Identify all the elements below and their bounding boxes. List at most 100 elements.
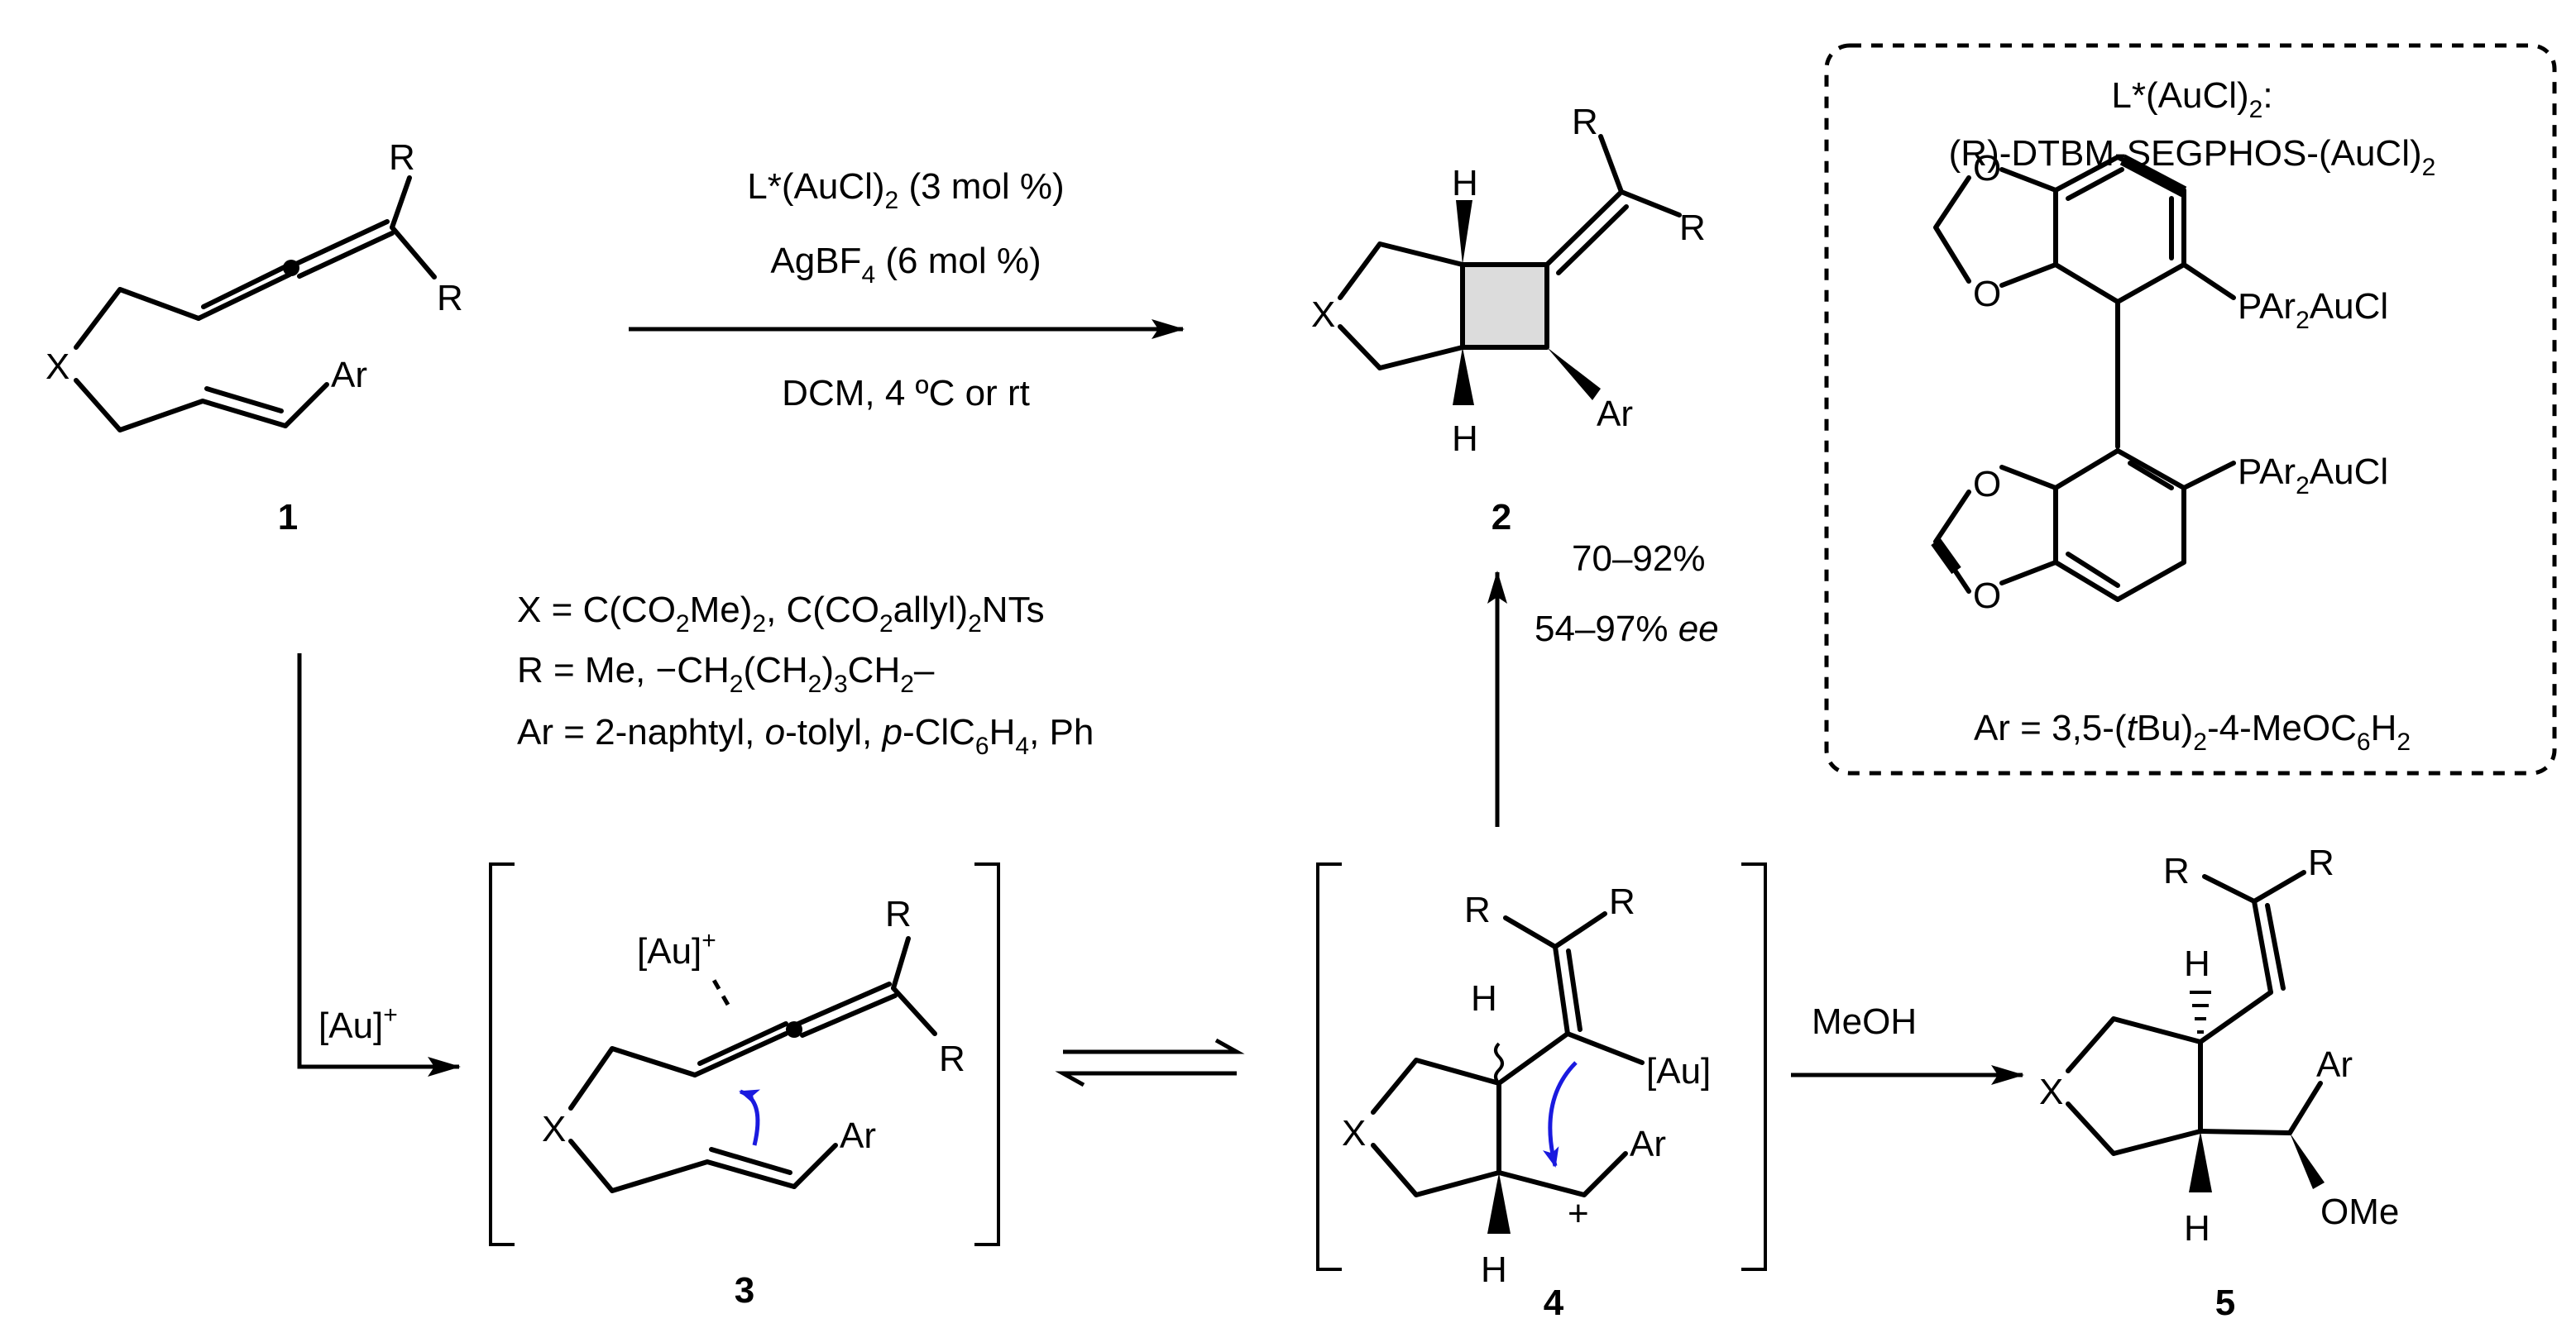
c2-h-bottom: H	[1452, 418, 1478, 459]
c5-ring-lower	[2066, 1101, 2203, 1156]
equilibrium-reverse	[1055, 1071, 1237, 1087]
catalyst-title: L*(AuCl)2:	[2111, 75, 2272, 123]
c2-r-top-bond	[1598, 134, 1624, 194]
c3-au-coordination	[709, 974, 730, 1006]
upper-p-bond	[2181, 262, 2236, 300]
c3-r-bottom: R	[939, 1039, 965, 1079]
c2-h-top: H	[1452, 163, 1478, 203]
upper-o1: O	[1973, 148, 2001, 189]
c4-ar: Ar	[1630, 1124, 1666, 1164]
substituent-legend: X = C(CO2Me)2, C(CO2allyl)2NTs R = Me, −…	[517, 590, 1094, 760]
equilibrium-forward	[1063, 1038, 1245, 1054]
c4-r-right-bond	[1553, 911, 1607, 949]
c2-x-label: X	[1311, 294, 1335, 335]
c1-allene-bond2	[292, 219, 390, 267]
c2-cyclobutane-fill	[1463, 265, 1547, 347]
c3-allene-b1b	[697, 1021, 788, 1066]
c5-vinyl-double	[2252, 899, 2273, 995]
c4-au-bond	[1565, 1031, 1645, 1065]
meoh-label: MeOH	[1812, 1001, 1917, 1042]
c1-x-label: X	[45, 346, 69, 387]
c4-bracket-left	[1316, 862, 1342, 1271]
c5-r-right-bond	[2252, 870, 2306, 904]
c3-curly-arrow	[739, 1089, 761, 1146]
c3-chain-upper	[568, 1046, 697, 1111]
c3-allene-b2b	[800, 993, 898, 1038]
c3-allene-b1	[692, 1031, 788, 1077]
c4-h-bottom: H	[1481, 1249, 1507, 1290]
c2-ar-wedge	[1547, 347, 1601, 400]
c3-bracket-right	[974, 862, 1000, 1246]
c1-chain-upper	[74, 287, 201, 350]
c3-number: 3	[735, 1270, 754, 1311]
upper-ring-inner1	[2066, 167, 2124, 201]
l-arrow	[297, 653, 461, 1077]
intermediate-4: X H H R R [Au] Ar + 4	[1316, 862, 1767, 1323]
c4-number: 4	[1544, 1283, 1564, 1323]
c2-ring-lower	[1338, 324, 1465, 370]
c3-ar-bond	[792, 1143, 838, 1189]
equilibrium-arrows	[1055, 1038, 1245, 1087]
c4-au: [Au]	[1646, 1051, 1711, 1092]
c1-number: 1	[278, 497, 298, 538]
c5-ring-upper	[2066, 1016, 2203, 1073]
compound-2: X H H R R Ar 2	[1311, 102, 1706, 538]
c1-allene-bond1b	[201, 262, 292, 309]
c2-number: 2	[1491, 497, 1511, 538]
upper-o2: O	[1973, 274, 2001, 314]
c1-chain-lower	[74, 378, 288, 432]
upper-p-label: PAr2AuCl	[2238, 286, 2388, 334]
legend-ar-line: Ar = 2-naphtyl, o-tolyl, p-ClC6H4, Ph	[517, 712, 1094, 760]
compound-1: X R R Ar 1	[45, 137, 463, 538]
condition-line-3: DCM, 4 ºC or rt	[782, 373, 1030, 413]
c1-allene-bond1	[196, 272, 292, 321]
lower-methylene-bold	[1931, 538, 1961, 575]
c5-r-left-bond	[2202, 874, 2257, 904]
c5-hash-top	[2190, 991, 2211, 1034]
lower-ring-inner2	[2066, 552, 2120, 588]
catalyst-box-border	[1824, 43, 2557, 776]
intermediate-3: X R R [Au]+ Ar 3	[489, 862, 1000, 1311]
catalyst-ar-def: Ar = 3,5-(tBu)2-4-MeOC6H2	[1974, 708, 2411, 756]
lower-ring-inner1	[2128, 461, 2174, 490]
upper-o1-bond	[1999, 167, 2058, 193]
c4-cation-chain	[1496, 1151, 1628, 1197]
condition-line-2: AgBF4 (6 mol %)	[770, 241, 1041, 289]
c4-exo-double	[1553, 944, 1570, 1036]
compound-5: X H H R R Ar OMe 5	[2039, 843, 2399, 1323]
c4-exo-double-b	[1566, 948, 1582, 1032]
c3-bracket-left	[489, 862, 515, 1246]
c3-au-label: [Au]+	[637, 927, 716, 972]
c5-ome: OMe	[2320, 1192, 2399, 1232]
top-reaction-arrow: L*(AuCl)2 (3 mol %) AgBF4 (6 mol %) DCM,…	[629, 166, 1185, 413]
c2-exo-double	[1544, 189, 1624, 267]
c5-x-label: X	[2039, 1072, 2063, 1112]
c1-ar: Ar	[331, 355, 367, 395]
c4-r-left: R	[1464, 890, 1491, 930]
yield-arrow: 70–92% 54–97% ee	[1487, 538, 1719, 827]
c4-r-right: R	[1609, 882, 1635, 922]
upper-methylene	[1933, 175, 1971, 284]
c4-x-label: X	[1342, 1113, 1366, 1154]
c5-ar-bond	[2287, 1081, 2323, 1135]
c5-vinyl-bond	[2198, 990, 2273, 1044]
c4-bracket-right	[1741, 862, 1767, 1271]
c5-wedge-bottom	[2189, 1131, 2212, 1192]
legend-r-line: R = Me, −CH2(CH2)3CH2–	[517, 650, 935, 698]
c5-number: 5	[2215, 1283, 2235, 1323]
c4-h-top: H	[1471, 978, 1497, 1019]
catalyst-box: L*(AuCl)2: (R)-DTBM-SEGPHOS-(AuCl)2 O O …	[1824, 43, 2557, 776]
c1-alkene-double	[204, 386, 284, 413]
c1-r-top: R	[389, 137, 415, 178]
c2-exo-double-b	[1556, 204, 1629, 275]
upper-ring-bold-edge	[2119, 154, 2187, 198]
c3-x-label: X	[542, 1109, 566, 1149]
c3-chain-lower	[568, 1139, 797, 1193]
c5-h-top: H	[2184, 944, 2210, 984]
c4-curly-arrow	[1542, 1061, 1578, 1168]
c5-side-chain	[2198, 1129, 2292, 1135]
c1-r-top-bond	[390, 175, 412, 230]
c5-ome-wedge	[2290, 1133, 2325, 1189]
c5-vinyl-double-b	[2265, 903, 2286, 991]
